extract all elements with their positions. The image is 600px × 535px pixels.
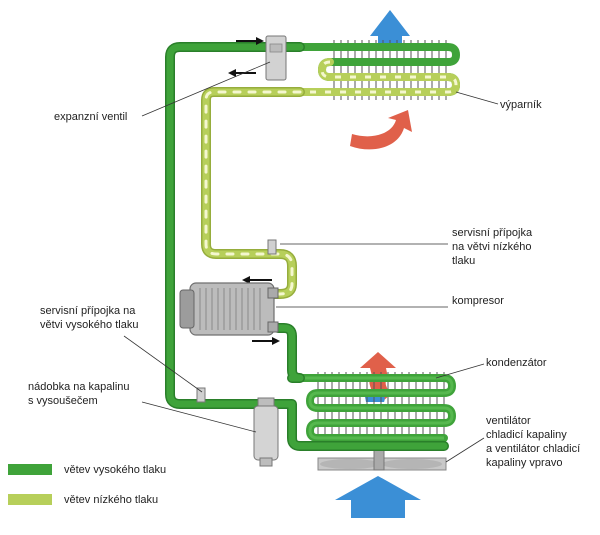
condenser-coil-edge xyxy=(292,376,454,440)
high-pressure-line xyxy=(165,42,449,451)
receiver-drier-body xyxy=(253,405,279,461)
legend-swatch-low xyxy=(8,494,52,505)
label-service-high-1: servisní přípojka na xyxy=(40,305,136,317)
low-pressure-pipe-dash xyxy=(204,90,302,296)
cold-air-out-arrow xyxy=(370,10,410,45)
label-service-low-1: servisní přípojka xyxy=(452,227,533,239)
compressor-body xyxy=(189,282,275,336)
compressor-ribs xyxy=(199,288,261,330)
legend: větev vysokého tlaku větev nízkého tlaku xyxy=(8,464,166,506)
compressor-port-bottom xyxy=(267,321,279,333)
fan-blade-left xyxy=(320,459,380,469)
label-fans-2: chladicí kapaliny xyxy=(486,429,567,441)
service-port-low xyxy=(267,239,277,255)
label-expansion-valve: expanzní ventil xyxy=(54,111,127,123)
expansion-valve-stem xyxy=(269,43,283,53)
expansion-valve-body xyxy=(265,35,287,81)
fan-blade-right xyxy=(382,459,442,469)
label-fans-1: ventilátor xyxy=(486,415,531,427)
label-fans-3: a ventilátor chladicí xyxy=(486,443,580,455)
receiver-drier xyxy=(253,397,279,467)
flow-arrow-right-low xyxy=(252,337,280,345)
label-service-high-2: větvi vysokého tlaku xyxy=(40,319,138,331)
evaporator xyxy=(296,40,460,100)
leader-lines xyxy=(123,61,499,463)
leader-service-high xyxy=(123,335,203,393)
evaporator-coil-low xyxy=(296,58,460,96)
leader-receiver xyxy=(141,401,257,433)
label-receiver-1: nádobka na kapalinu xyxy=(28,381,130,393)
leader-condenser xyxy=(435,363,485,379)
fan-hub xyxy=(373,447,385,471)
label-service-low-2: na větvi nízkého xyxy=(452,241,532,253)
fresh-air-in-arrow xyxy=(335,476,421,518)
flow-arrow-left-mid xyxy=(242,276,272,284)
label-condenser: kondenzátor xyxy=(486,357,547,369)
receiver-drier-base xyxy=(259,457,273,467)
low-pressure-pipe-outline xyxy=(201,87,305,299)
labels: expanzní ventil výparník servisní přípoj… xyxy=(28,99,580,469)
label-compressor: kompresor xyxy=(452,295,504,307)
warm-air-in-arrow xyxy=(350,110,412,150)
flow-arrows xyxy=(228,37,280,345)
legend-swatch-high xyxy=(8,464,52,475)
label-fans-4: kapaliny vpravo xyxy=(486,457,562,469)
label-service-low-3: tlaku xyxy=(452,255,475,267)
compressor-clutch xyxy=(179,289,195,329)
flow-arrow-right-top xyxy=(236,37,264,45)
flow-arrow-left-top xyxy=(228,69,256,77)
legend-label-high: větev vysokého tlaku xyxy=(64,464,166,476)
low-pressure-pipe xyxy=(202,88,304,298)
leader-fans xyxy=(445,437,485,463)
label-receiver-2: s vysoušečem xyxy=(28,395,98,407)
cooling-fan xyxy=(317,447,447,471)
compressor-port-top xyxy=(267,287,279,299)
condenser xyxy=(288,372,456,448)
leader-expansion-valve xyxy=(141,61,271,117)
service-port-high xyxy=(196,387,206,403)
label-evaporator: výparník xyxy=(500,99,542,111)
leader-evaporator xyxy=(455,91,499,105)
compressor xyxy=(179,282,279,336)
low-pressure-line xyxy=(201,87,305,299)
expansion-valve xyxy=(265,35,287,81)
legend-label-low: větev nízkého tlaku xyxy=(64,494,158,506)
high-pressure-pipe xyxy=(166,43,448,450)
